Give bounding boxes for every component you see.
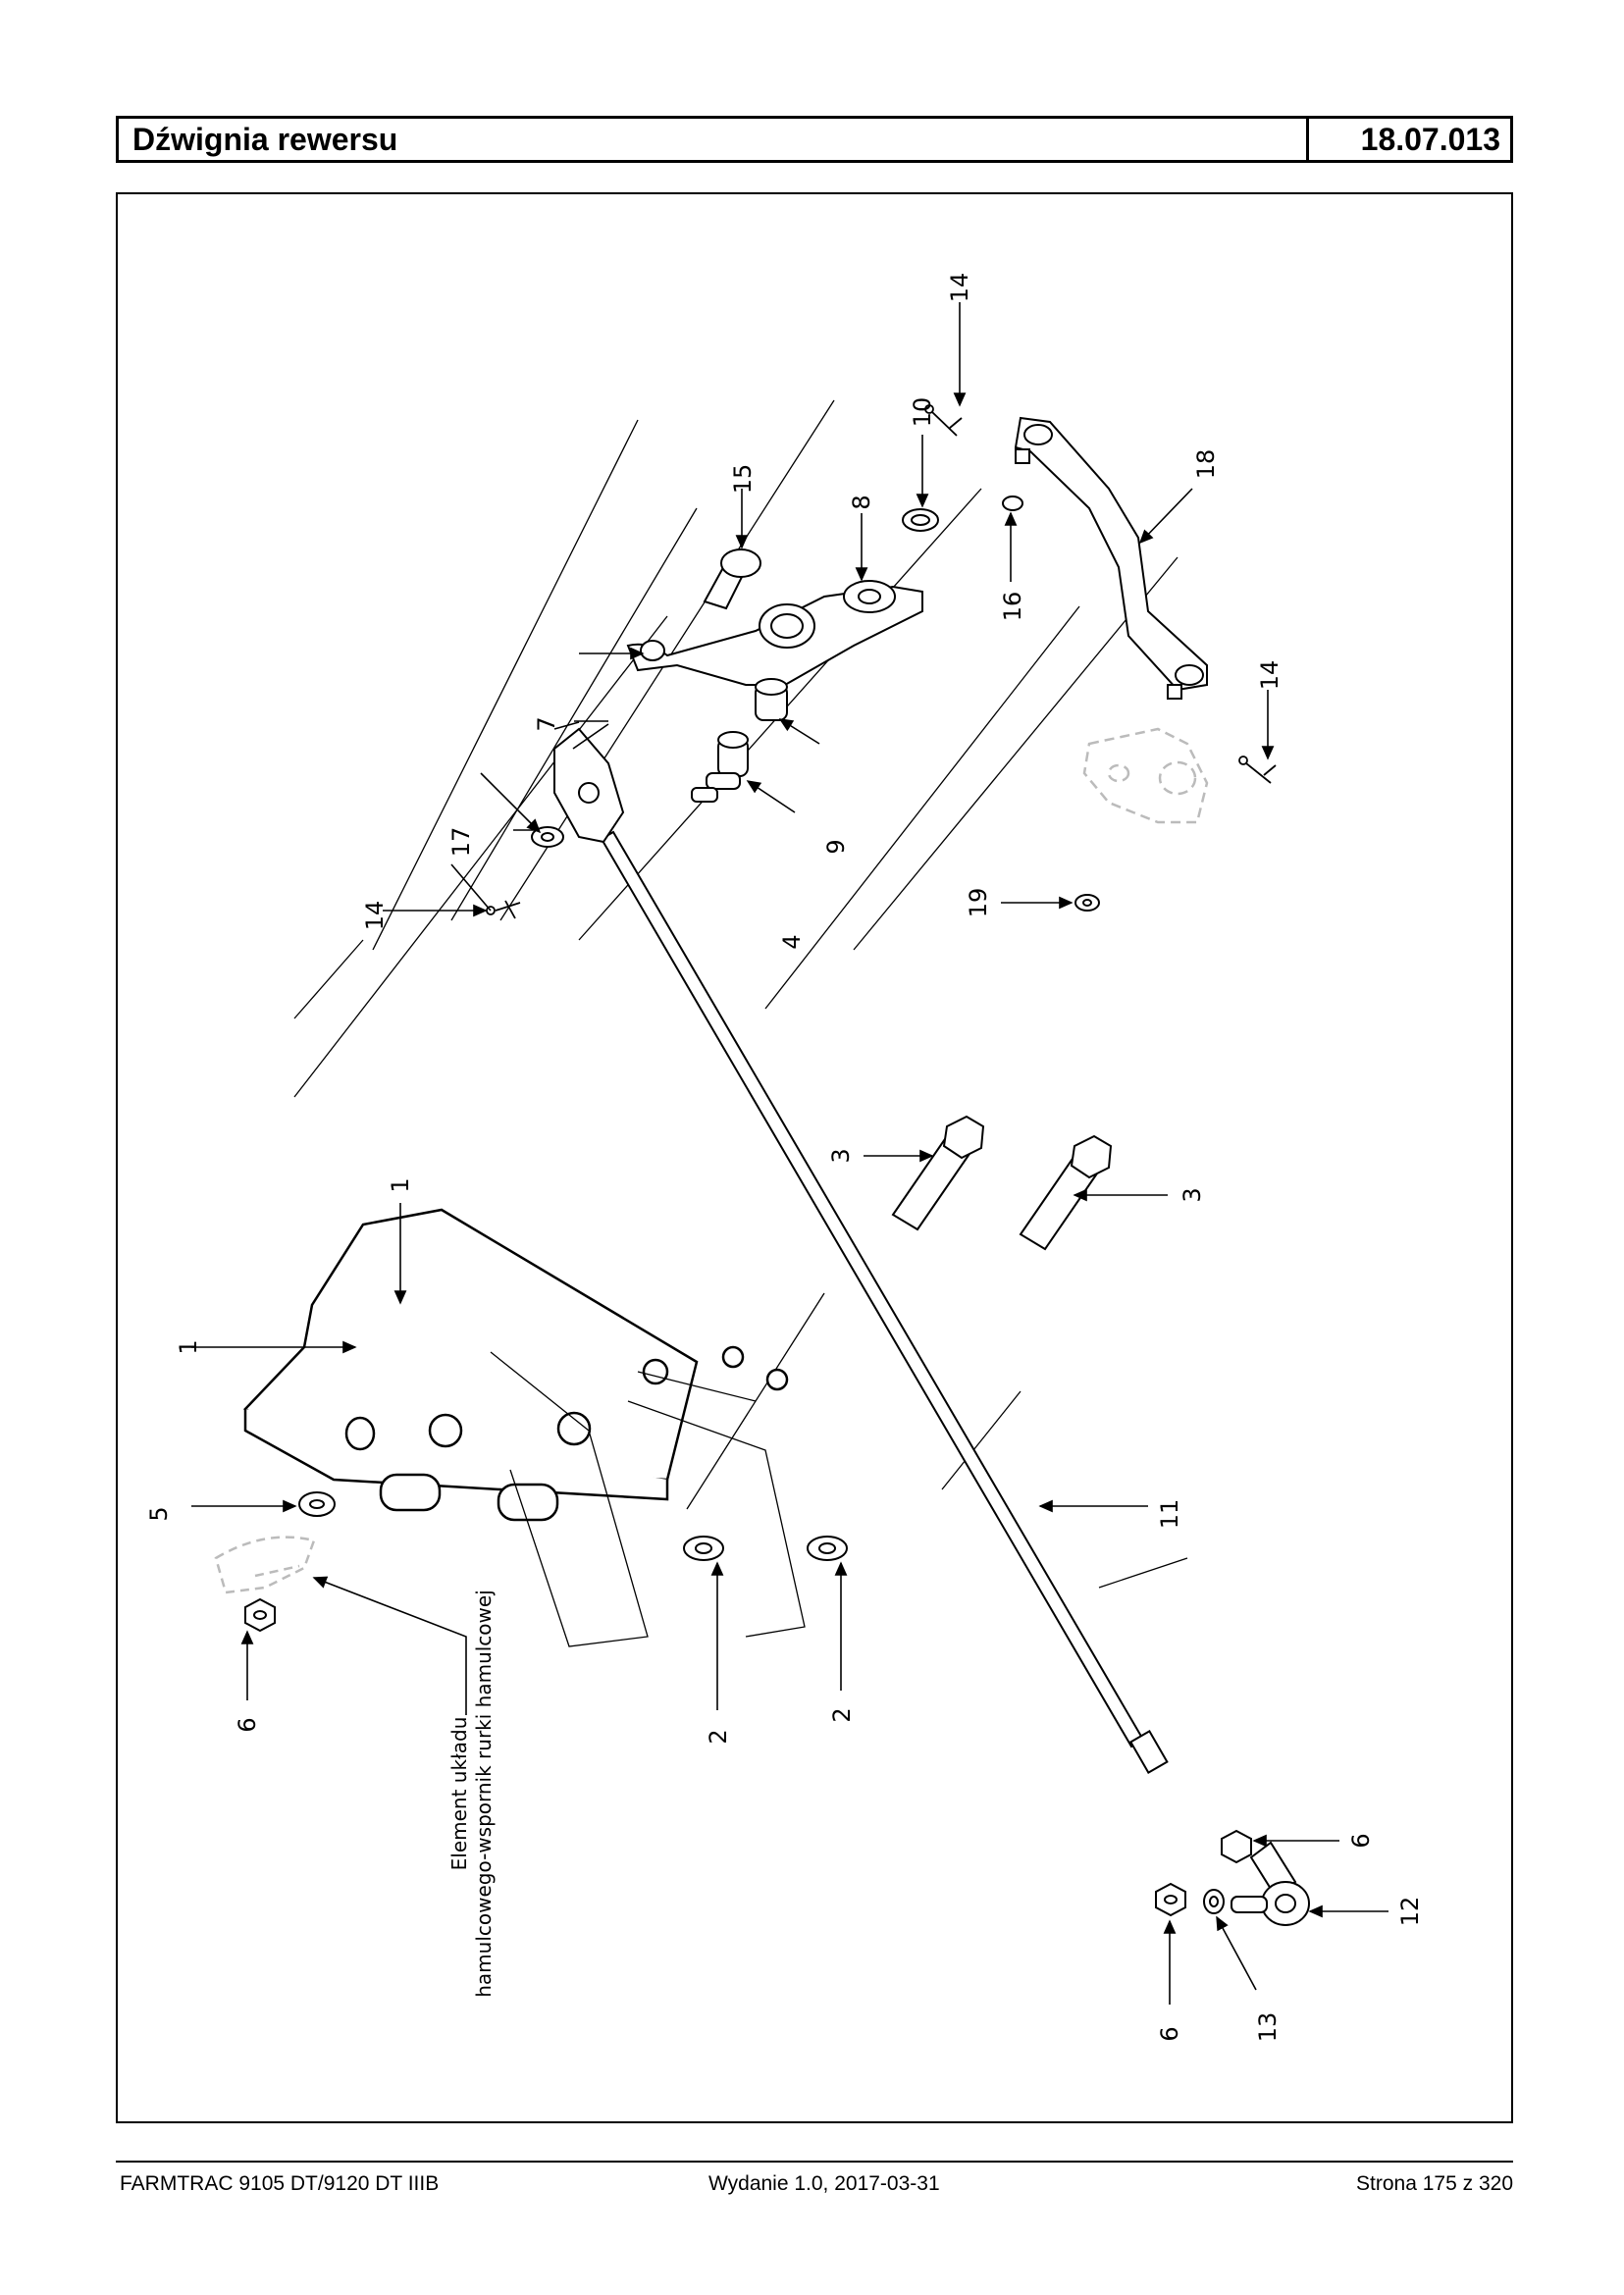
- washer-part-8: [843, 580, 896, 613]
- callout-2a: 2: [705, 1729, 732, 1744]
- callout-7: 7: [533, 716, 560, 731]
- washer-part-2: [683, 1536, 848, 1561]
- callout-16: 16: [999, 592, 1026, 622]
- callout-14-right: 14: [1256, 660, 1283, 691]
- callout-6-left: 6: [234, 1717, 261, 1732]
- callout-11: 11: [1156, 1499, 1183, 1530]
- note-line-2: hamulcowego-wspornik rurki hamulcowej: [472, 1590, 496, 1998]
- washer-part-5: [298, 1491, 336, 1517]
- page-header: Dźwignia rewersu 18.07.013: [116, 116, 1513, 163]
- callout-12: 12: [1396, 1897, 1424, 1927]
- rod-end-part-12: [1231, 1841, 1310, 1926]
- bracket-outline-lines: [490, 1351, 806, 1647]
- bolt-part-3: [891, 1115, 1113, 1251]
- footer-edition: Wydanie 1.0, 2017-03-31: [708, 2172, 940, 2195]
- callout-1a: 1: [175, 1339, 202, 1354]
- callout-2b: 2: [828, 1707, 856, 1722]
- callout-5: 5: [145, 1506, 173, 1521]
- washer-part-16: [1002, 496, 1023, 511]
- callout-3b: 3: [1179, 1187, 1206, 1202]
- lever-arm-part-7: [626, 585, 923, 686]
- callout-9: 9: [822, 839, 850, 854]
- ghost-brake-bracket: [214, 1536, 316, 1594]
- pin-part-15: [703, 548, 761, 610]
- footer-divider: [116, 2161, 1513, 2163]
- bushing-part-9: [755, 678, 788, 721]
- callout-3a: 3: [827, 1148, 855, 1163]
- callout-15: 15: [729, 464, 757, 495]
- link-bar-part-18: [1014, 416, 1208, 700]
- washer-part-13: [1203, 1889, 1225, 1914]
- rod-part-11: [600, 830, 1169, 1774]
- exploded-parts-diagram: 1 1 5 6 2 2 3 3 11 6 12 6 13 14 17 7 15 …: [145, 273, 1424, 2043]
- clevis-part: [553, 727, 625, 844]
- callout-14-top: 14: [946, 273, 973, 303]
- callout-1b: 1: [387, 1177, 414, 1192]
- callout-8: 8: [848, 495, 875, 509]
- note-line-1: Element układu: [447, 1717, 471, 1871]
- nut-part-10: [902, 508, 939, 532]
- footer-page-number: Strona 175 z 320: [1356, 2172, 1513, 2195]
- diagram-frame: 1 1 5 6 2 2 3 3 11 6 12 6 13 14 17 7 15 …: [116, 192, 1513, 2123]
- footer-model: FARMTRAC 9105 DT/9120 DT IIIB: [120, 2172, 440, 2195]
- section-code: 18.07.013: [1360, 122, 1500, 157]
- callout-17: 17: [447, 827, 475, 858]
- callout-6-right-top: 6: [1347, 1833, 1375, 1848]
- callout-14-left: 14: [361, 901, 389, 931]
- nut-part-6-right: [1155, 1829, 1252, 1917]
- callout-labels: 1 1 5 6 2 2 3 3 11 6 12 6 13 14 17 7 15 …: [145, 273, 1424, 2043]
- callout-4: 4: [778, 934, 806, 949]
- nut-part-6-left: [244, 1597, 276, 1633]
- callout-19: 19: [965, 888, 992, 918]
- callout-18: 18: [1192, 449, 1220, 480]
- ghost-lever-part: [1082, 727, 1209, 824]
- page-title: Dźwignia rewersu: [119, 119, 1309, 160]
- callout-leaders: [191, 302, 1388, 2005]
- washer-part-19: [1074, 894, 1100, 912]
- bracket-part-1: [242, 1208, 789, 1522]
- callout-10: 10: [909, 397, 936, 428]
- cotter-pin-part-14: [486, 404, 1277, 919]
- spacer-part-4: [691, 731, 749, 803]
- callout-6-right-bottom: 6: [1156, 2026, 1183, 2041]
- callout-13: 13: [1254, 2012, 1282, 2043]
